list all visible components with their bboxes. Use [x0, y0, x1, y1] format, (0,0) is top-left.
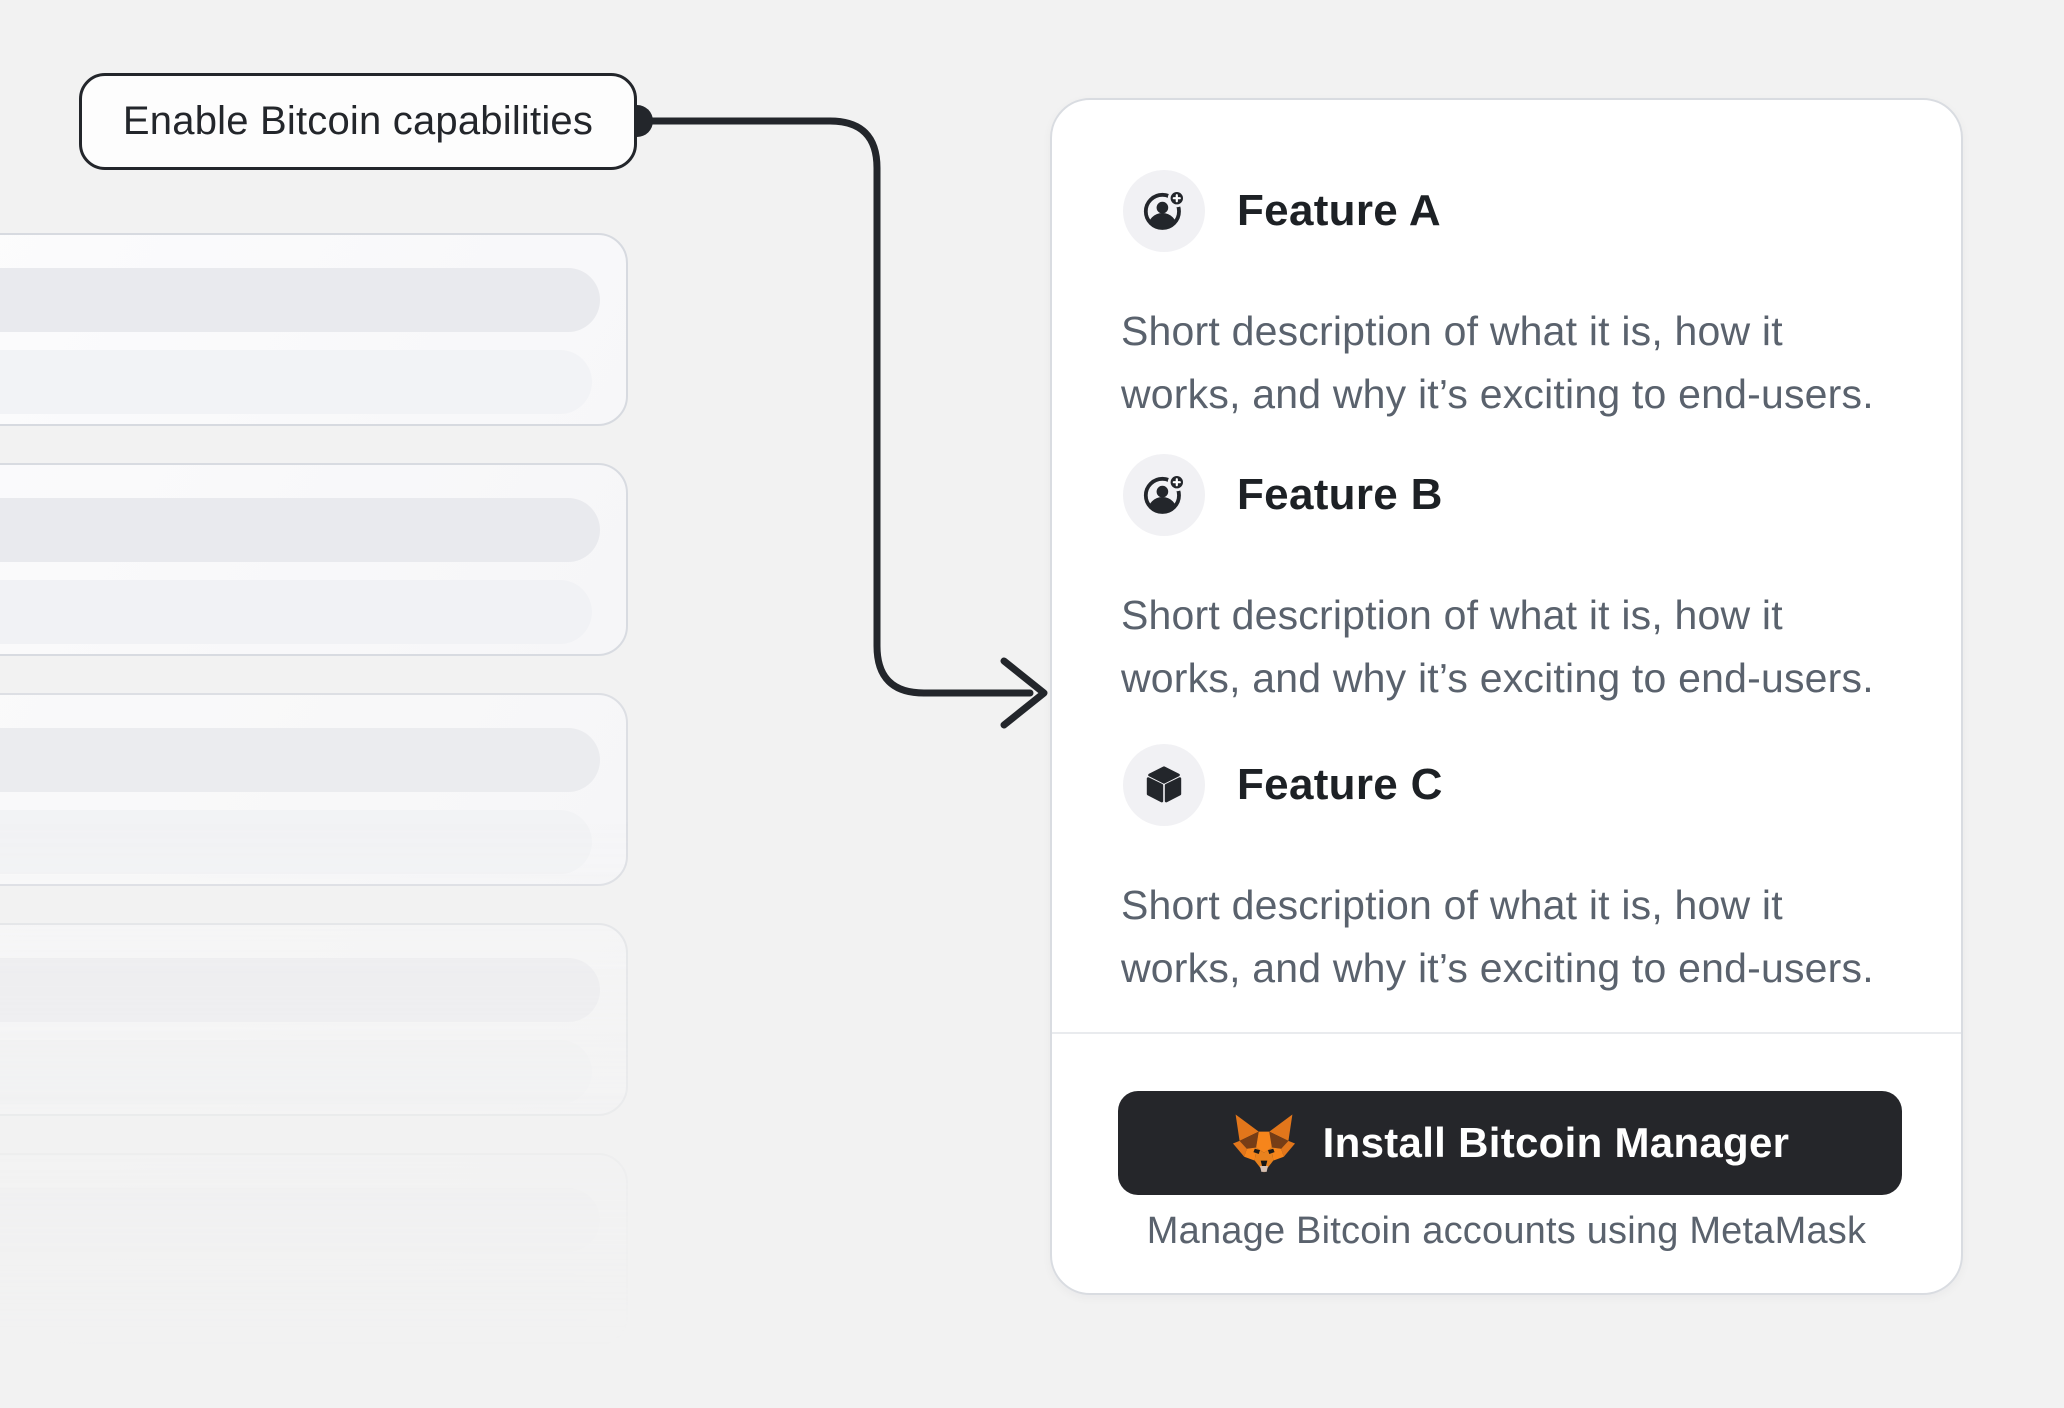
- background-placeholder-list: [0, 0, 700, 1408]
- feature-title: Feature C: [1237, 760, 1443, 809]
- cube-icon: [1123, 744, 1205, 826]
- placeholder-bar: [0, 350, 592, 414]
- placeholder-bar: [0, 498, 600, 562]
- feature-description-line: works, and why it’s exciting to end-user…: [1121, 371, 1874, 417]
- metamask-fox-icon: [1232, 1113, 1295, 1173]
- user-add-icon: [1123, 454, 1205, 536]
- callout-label: Enable Bitcoin capabilities: [79, 73, 637, 170]
- placeholder-card: [0, 1153, 628, 1346]
- placeholder-card: [0, 463, 628, 656]
- placeholder-bar: [0, 580, 592, 644]
- placeholder-bar: [0, 1188, 600, 1252]
- placeholder-card: [0, 693, 628, 886]
- feature-description-line: works, and why it’s exciting to end-user…: [1121, 655, 1874, 701]
- feature-row: Feature A: [1123, 170, 1441, 252]
- install-bitcoin-manager-button[interactable]: Install Bitcoin Manager: [1118, 1091, 1902, 1195]
- feature-row: Feature B: [1123, 454, 1443, 536]
- placeholder-card: [0, 233, 628, 426]
- placeholder-card: [0, 923, 628, 1116]
- footnote-text: Manage Bitcoin accounts using MetaMask: [1146, 1210, 1867, 1252]
- placeholder-bar: [0, 958, 600, 1022]
- placeholder-bar: [0, 728, 600, 792]
- feature-description-line: Short description of what it is, how it: [1121, 308, 1783, 354]
- placeholder-bar: [0, 810, 592, 874]
- feature-description: Short description of what it is, how it …: [1121, 874, 1941, 1000]
- feature-description: Short description of what it is, how it …: [1121, 584, 1941, 710]
- callout-label-text: Enable Bitcoin capabilities: [122, 99, 594, 143]
- feature-title: Feature B: [1237, 470, 1443, 519]
- features-card: Feature A Short description of what it i…: [1050, 98, 1963, 1295]
- install-button-label: Install Bitcoin Manager: [1322, 1119, 1790, 1166]
- divider: [1052, 1032, 1961, 1034]
- placeholder-bar: [0, 1270, 592, 1334]
- feature-description: Short description of what it is, how it …: [1121, 300, 1941, 426]
- feature-description-line: Short description of what it is, how it: [1121, 882, 1783, 928]
- placeholder-bar: [0, 268, 600, 332]
- user-add-icon: [1123, 170, 1205, 252]
- feature-description-line: works, and why it’s exciting to end-user…: [1121, 945, 1874, 991]
- placeholder-bar: [0, 1040, 592, 1104]
- feature-description-line: Short description of what it is, how it: [1121, 592, 1783, 638]
- feature-row: Feature C: [1123, 744, 1443, 826]
- feature-title: Feature A: [1237, 186, 1442, 235]
